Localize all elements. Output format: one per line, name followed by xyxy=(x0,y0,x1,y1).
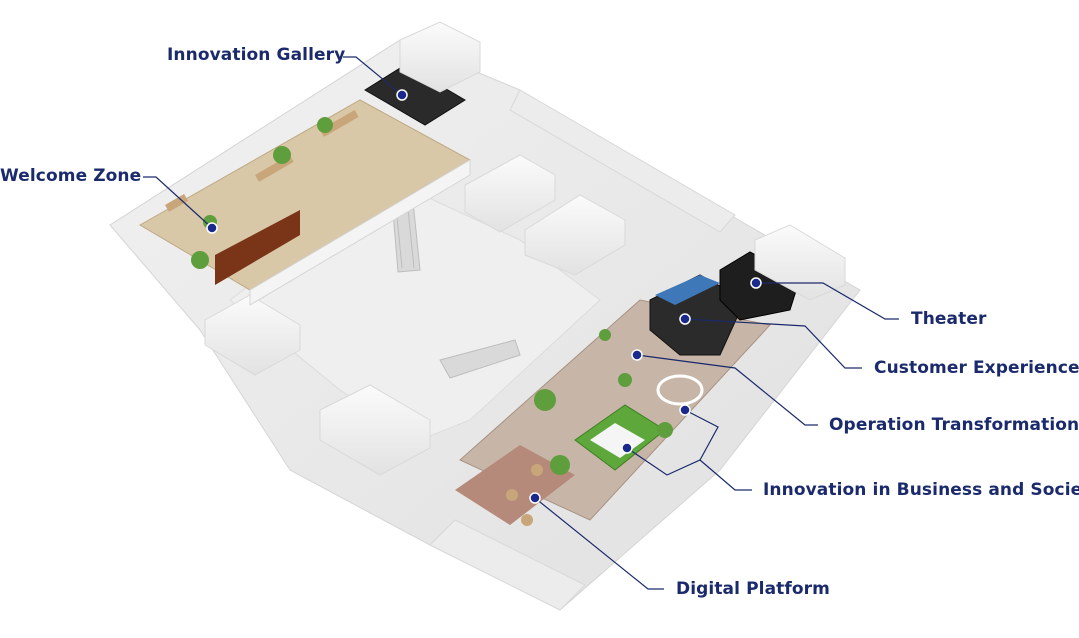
marker-innovation-gallery xyxy=(396,89,408,101)
marker-theater xyxy=(750,277,762,289)
zone-markers xyxy=(206,89,762,504)
leader-line-customer-experience xyxy=(684,318,862,369)
marker-customer-experience xyxy=(679,313,691,325)
marker-innovation-business-society-1 xyxy=(621,442,633,454)
label-theater: Theater xyxy=(911,309,987,329)
theater-wall xyxy=(754,224,846,301)
gallery-block xyxy=(399,21,481,93)
outer-wall-south xyxy=(429,519,586,611)
atrium-block-1 xyxy=(464,154,556,233)
label-welcome-zone: Welcome Zone xyxy=(0,166,142,186)
marker-innovation-business-society-2 xyxy=(679,404,691,416)
atrium-block-4 xyxy=(319,384,431,476)
welcome-wing-redwall xyxy=(215,210,300,285)
label-operation-transformation: Operation Transformation xyxy=(829,415,1079,435)
leader-line-digital-platform xyxy=(534,497,664,590)
atrium-block-2 xyxy=(524,194,626,276)
marker-welcome-zone xyxy=(206,222,218,234)
customer-experience-screen xyxy=(655,275,720,305)
label-customer-experience: Customer Experience xyxy=(874,358,1079,378)
marker-operation-transformation xyxy=(631,349,643,361)
label-innovation-gallery: Innovation Gallery xyxy=(167,45,346,65)
innovation-gallery-room xyxy=(364,64,466,126)
brick-path xyxy=(455,445,575,525)
leader-line-theater xyxy=(756,282,899,320)
outer-wall-east xyxy=(509,89,736,233)
escalator-south xyxy=(439,339,521,379)
leader-line-innovation-gallery xyxy=(343,56,403,96)
leader-line-business-extra xyxy=(684,409,719,461)
leader-line-welcome-zone xyxy=(143,176,213,229)
label-digital-platform: Digital Platform xyxy=(676,579,830,599)
label-innovation-business-society: Innovation in Business and Society xyxy=(763,480,1079,500)
leader-lines xyxy=(143,56,899,590)
marker-digital-platform xyxy=(529,492,541,504)
welcome-wing-wall xyxy=(249,159,471,306)
leader-line-operation-transformation xyxy=(636,354,818,426)
